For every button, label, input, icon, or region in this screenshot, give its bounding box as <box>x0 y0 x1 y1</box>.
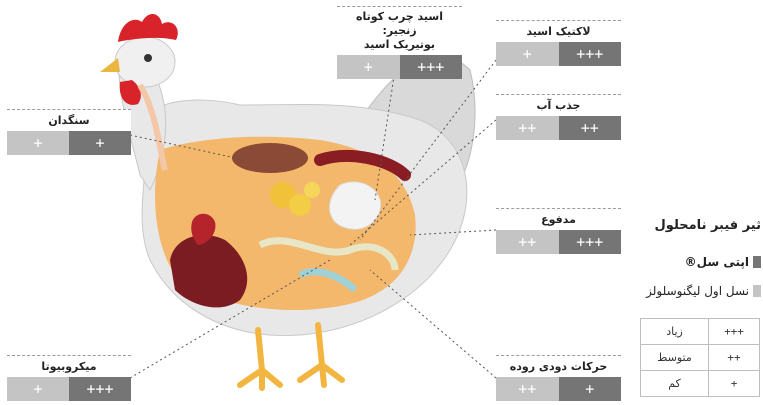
peristalsis-value-left: ++ <box>496 377 559 401</box>
key-symbol: ++ <box>709 345 760 371</box>
gizzard-value-right: + <box>69 131 131 155</box>
feces-box: مدفوع ++ +++ <box>496 208 621 254</box>
legend-item-lignocellulose-label: نسل اول لیگنوسلولز <box>646 284 749 298</box>
gizzard-value-left: + <box>7 131 69 155</box>
key-row: زیاد +++ <box>641 319 760 345</box>
legend-item-opticell-label: اپتی سل® <box>685 255 749 269</box>
microbiota-value-left: + <box>7 377 69 401</box>
water-box: جذب آب ++ ++ <box>496 94 621 140</box>
legend-item-opticell: اپتی سل® <box>685 255 761 269</box>
key-label: کم <box>641 371 709 397</box>
lactic-value-right: +++ <box>559 42 622 66</box>
scfa-title-line2: بوتیریک اسید <box>339 38 460 52</box>
key-label: زیاد <box>641 319 709 345</box>
key-row: کم + <box>641 371 760 397</box>
legend-title: ثیر فیبر نامحلول <box>655 218 761 233</box>
water-value-right: ++ <box>559 116 622 140</box>
peristalsis-value-right: + <box>559 377 622 401</box>
key-symbol: +++ <box>709 319 760 345</box>
intestines <box>330 182 381 229</box>
feces-value-left: ++ <box>496 230 559 254</box>
water-value-left: ++ <box>496 116 559 140</box>
microbiota-value-right: +++ <box>69 377 131 401</box>
chicken-beak <box>100 58 120 72</box>
legend-swatch-light <box>753 285 761 297</box>
yolk-2 <box>289 194 311 216</box>
gizzard-box: سنگدان + + <box>7 109 131 155</box>
key-symbol: + <box>709 371 760 397</box>
legend-item-lignocellulose: نسل اول لیگنوسلولز <box>646 284 761 298</box>
scfa-title-line1: اسید چرب کوتاه زنجیر: <box>339 10 460 38</box>
yolk-3 <box>304 182 320 198</box>
gizzard-title: سنگدان <box>7 110 131 131</box>
microbiota-title: میکروبیوتا <box>7 356 131 377</box>
peristalsis-title: حرکات دودی روده <box>496 356 621 377</box>
intensity-key-table: زیاد +++ متوسط ++ کم + <box>640 318 760 397</box>
microbiota-box: میکروبیوتا + +++ <box>7 355 131 401</box>
feces-title: مدفوع <box>496 209 621 230</box>
scfa-title: اسید چرب کوتاه زنجیر: بوتیریک اسید <box>337 7 462 55</box>
feces-value-right: +++ <box>559 230 622 254</box>
scfa-box: اسید چرب کوتاه زنجیر: بوتیریک اسید + +++ <box>337 6 462 79</box>
scfa-value-left: + <box>337 55 400 79</box>
key-row: متوسط ++ <box>641 345 760 371</box>
gizzard-organ <box>232 143 308 173</box>
scfa-value-right: +++ <box>400 55 463 79</box>
lactic-box: لاکتیک اسید + +++ <box>496 20 621 66</box>
peristalsis-box: حرکات دودی روده ++ + <box>496 355 621 401</box>
lactic-title: لاکتیک اسید <box>496 21 621 42</box>
key-label: متوسط <box>641 345 709 371</box>
chicken-comb <box>118 14 178 42</box>
water-title: جذب آب <box>496 95 621 116</box>
leader-peristalsis <box>370 270 496 378</box>
chicken-head <box>115 37 175 87</box>
chicken-eye <box>144 54 152 62</box>
legend-swatch-dark <box>753 256 761 268</box>
left-leg <box>240 330 280 388</box>
lactic-value-left: + <box>496 42 559 66</box>
